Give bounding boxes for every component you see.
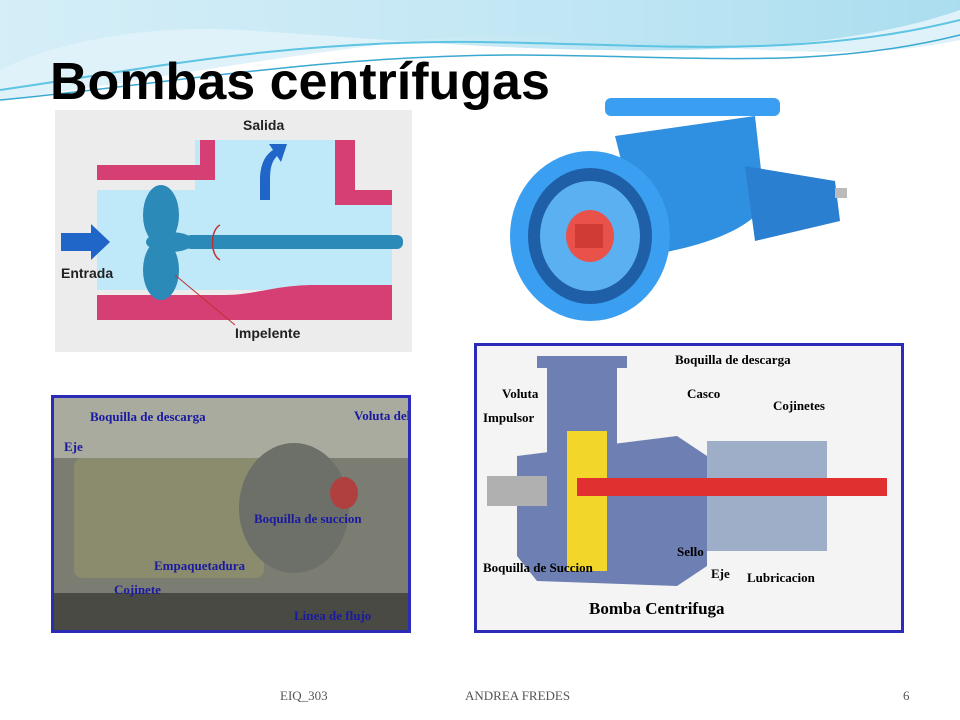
photo-label-cojinete: Cojinete: [114, 582, 161, 597]
shaft: [185, 235, 403, 249]
pump-volute: [239, 443, 349, 573]
cut-label-impulsor: Impulsor: [483, 410, 535, 425]
photo-label-succion: Boquilla de succion: [254, 511, 362, 526]
cutaway-caption: Bomba Centrifuga: [589, 599, 725, 618]
centrifugal-pump-cutaway: Boquilla de descarga Voluta Casco Impuls…: [474, 343, 904, 633]
lower-casing: [97, 285, 392, 320]
photo-label-descarga: Boquilla de descarga: [90, 409, 206, 424]
inlet-arrow: [61, 224, 110, 260]
cut-label-casco: Casco: [687, 386, 720, 401]
cut-label-eje: Eje: [711, 566, 730, 581]
impeller: [567, 431, 607, 571]
pump-photo-drawing: Boquilla de descarga Eje Boquilla de suc…: [54, 398, 408, 630]
footer-page-number: 6: [903, 688, 910, 703]
outlet-arrow: [260, 144, 287, 200]
pump-body: [74, 458, 264, 578]
impeller-blade-bottom: [143, 240, 179, 300]
suction-nozzle: [487, 476, 547, 506]
axial-pump-illustration: [505, 96, 850, 322]
motor-housing: [745, 166, 840, 241]
axial-pump-render: [510, 98, 847, 321]
photo-label-voluta: Voluta del casco: [354, 408, 408, 423]
cut-label-voluta: Voluta: [502, 386, 539, 401]
rotation-arrow: [211, 224, 221, 261]
volute-casing: [517, 436, 707, 586]
top-flange: [605, 98, 780, 116]
photo-label-flujo: Linea de flujo: [294, 608, 371, 623]
label-impelente: Impelente: [235, 325, 301, 341]
cut-label-succion: Boquilla de Succion: [483, 560, 594, 575]
shaft-cutaway: [577, 478, 887, 496]
photo-label-eje: Eje: [64, 439, 83, 454]
footer-author: ANDREA FREDES: [465, 688, 571, 703]
impeller-blade-top: [143, 185, 179, 245]
cut-label-lubricacion: Lubricacion: [747, 570, 816, 585]
footer-course: EIQ_303: [280, 688, 328, 703]
slide-title: Bombas centrífugas: [50, 53, 550, 111]
upper-casing: [97, 140, 215, 180]
label-salida: Salida: [243, 117, 284, 133]
shaft-end: [835, 188, 847, 198]
cut-label-sello: Sello: [677, 544, 704, 559]
cut-label-descarga: Boquilla de descarga: [675, 352, 791, 367]
pump-photo: Boquilla de descarga Eje Boquilla de suc…: [51, 395, 411, 633]
cut-label-cojinetes: Cojinetes: [773, 398, 825, 413]
axial-pump-diagram: Salida Entrada Impelente: [55, 110, 412, 352]
cutaway-drawing: Boquilla de descarga Voluta Casco Impuls…: [477, 346, 901, 630]
axial-pump-drawing: Salida Entrada Impelente: [55, 110, 412, 352]
label-entrada: Entrada: [61, 265, 113, 281]
photo-label-empaquetadura: Empaquetadura: [154, 558, 246, 573]
